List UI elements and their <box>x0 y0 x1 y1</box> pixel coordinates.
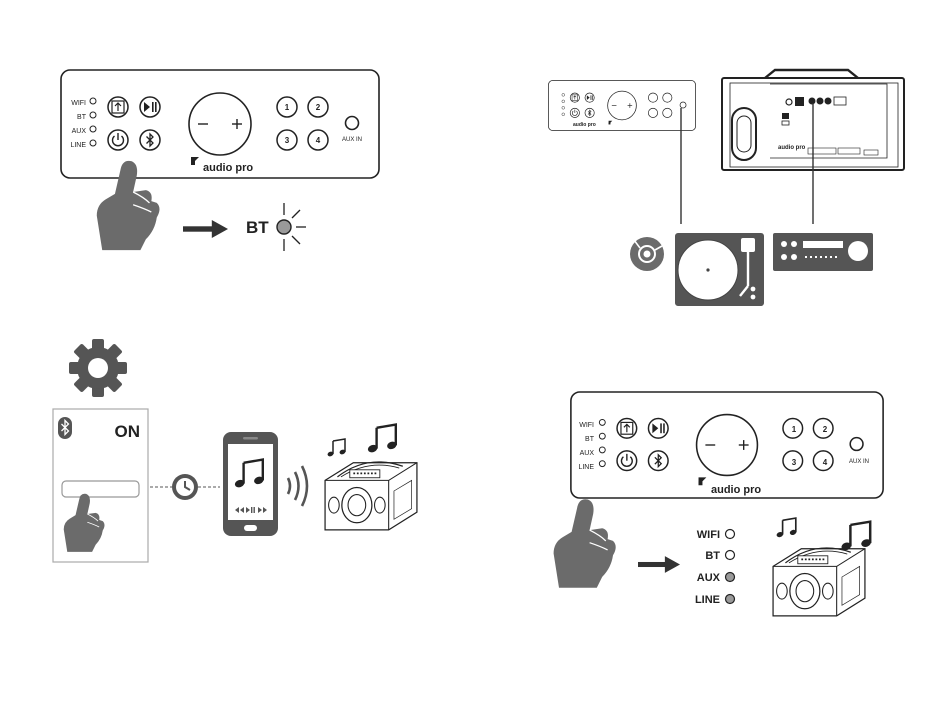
brand-logo-text: audio pro <box>203 162 253 174</box>
bt-state-label: ON <box>115 422 141 441</box>
preset-4-label[interactable]: 4 <box>316 136 321 145</box>
music-note-icon <box>367 425 398 454</box>
music-note-icon <box>327 439 346 457</box>
gear-icon <box>69 339 127 397</box>
aux-in-label: AUX IN <box>849 459 869 465</box>
indicator-aux-label: AUX <box>72 128 87 135</box>
step1-group: WIFI BT AUX LINE 1 2 3 4 AUX IN audio pr… <box>61 70 379 251</box>
speaker-playing <box>773 548 865 616</box>
turntable <box>675 233 764 306</box>
indicator-wifi-label: WIFI <box>71 100 86 107</box>
bluetooth-icon <box>58 417 72 439</box>
preset-4-label[interactable]: 4 <box>823 458 828 467</box>
preset-2-label[interactable]: 2 <box>823 425 828 434</box>
aux-led-active <box>726 573 735 582</box>
indicator-bt-label: BT <box>77 114 87 121</box>
smartphone <box>223 432 278 536</box>
line-status-label: LINE <box>695 594 720 606</box>
indicator-wifi-label: WIFI <box>579 422 594 429</box>
music-note-icon <box>776 518 797 538</box>
wifi-led <box>726 530 735 539</box>
wireless-waves-icon <box>288 466 307 506</box>
bt-pair-button[interactable] <box>62 481 139 497</box>
aux-in-label: AUX IN <box>342 137 362 143</box>
wifi-status-label: WIFI <box>697 529 720 541</box>
music-note-icon <box>840 522 872 552</box>
step4-group: WIFI BT AUX LINE 1 2 3 4 AUX IN audio pr… <box>554 392 884 616</box>
bt-status-label: BT <box>705 550 720 562</box>
step2-group: audio pro audio pro <box>548 70 904 306</box>
indicator-line-label: LINE <box>578 464 594 471</box>
pointing-hand-icon <box>554 499 616 587</box>
line-led-active <box>726 595 735 604</box>
control-panel-small <box>548 81 695 131</box>
brand-logo-text: audio pro <box>711 484 761 496</box>
speaker-playing <box>325 462 417 530</box>
arrow-icon <box>183 220 228 238</box>
step3-group: ON <box>53 339 417 562</box>
aux-status-label: AUX <box>697 572 721 584</box>
bt-led <box>726 551 735 560</box>
control-panel-bottom-right <box>571 392 883 498</box>
chromecast-icon <box>630 237 664 271</box>
bt-led-blinking <box>277 203 306 251</box>
preset-1-label[interactable]: 1 <box>285 103 290 112</box>
amplifier <box>773 233 873 271</box>
indicator-aux-label: AUX <box>580 450 595 457</box>
clock-icon <box>172 474 198 500</box>
preset-3-label[interactable]: 3 <box>285 136 290 145</box>
preset-3-label[interactable]: 3 <box>792 458 797 467</box>
preset-2-label[interactable]: 2 <box>316 103 321 112</box>
indicator-line-label: LINE <box>70 142 86 149</box>
brand-logo-small: audio pro <box>573 122 596 128</box>
preset-1-label[interactable]: 1 <box>792 425 797 434</box>
arrow-icon <box>638 556 680 573</box>
indicator-bt-label: BT <box>585 436 595 443</box>
brand-logo-rear: audio pro <box>778 145 806 151</box>
bt-result-label: BT <box>246 218 269 237</box>
